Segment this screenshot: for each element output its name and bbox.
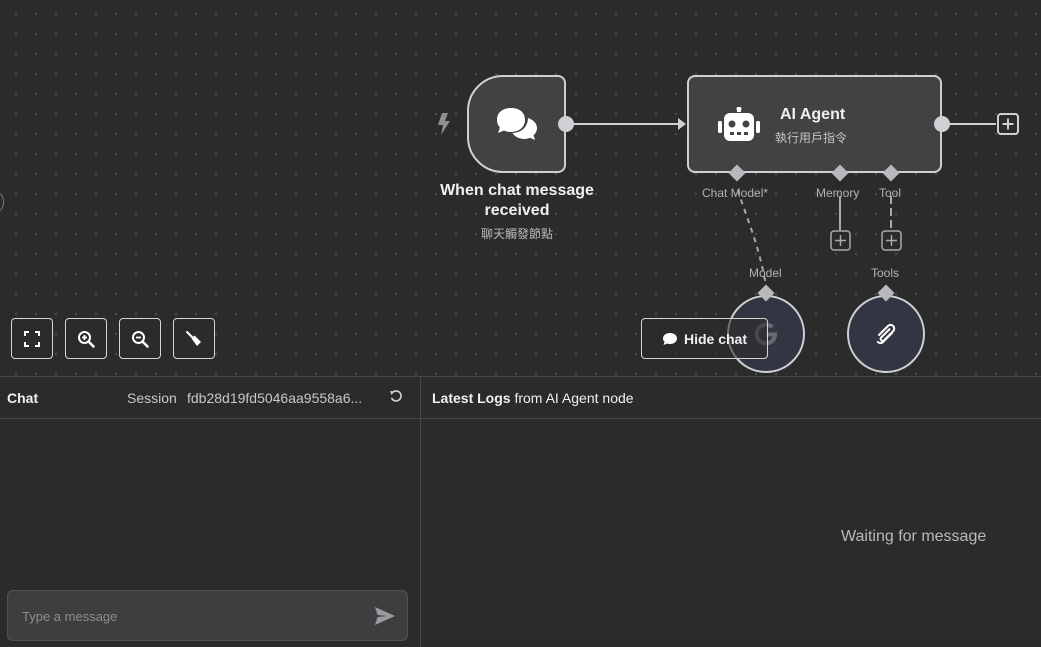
logs-title: Latest Logs from AI Agent node [432, 390, 634, 406]
connections-layer [566, 118, 996, 293]
panel-top-divider [0, 376, 1041, 377]
reset-session-icon[interactable] [389, 389, 403, 408]
panel-vertical-divider[interactable] [420, 377, 421, 647]
session-label: Session [127, 390, 177, 406]
zoom-in-icon [78, 330, 95, 348]
hide-chat-label: Hide chat [683, 330, 747, 347]
waiting-message: Waiting for message [841, 528, 987, 545]
broom-icon [186, 330, 201, 346]
tool-plug-icon [876, 323, 896, 345]
session-id[interactable]: fdb28d19fd5046aa9558a6... [187, 390, 363, 406]
logs-panel: Latest Logs from AI Agent node Waiting f… [421, 377, 1041, 647]
trigger-bolt-icon [436, 112, 452, 141]
trigger-output-port[interactable] [558, 116, 574, 132]
fit-view-button[interactable] [11, 318, 53, 359]
chat-title: Chat [7, 390, 39, 406]
clear-button[interactable] [173, 318, 215, 359]
workflow-canvas[interactable]: When chat message received 聊天觸發節點 AI Age… [0, 0, 1041, 376]
agent-output-port[interactable] [934, 116, 950, 132]
plus-icon [881, 230, 902, 251]
trigger-node-subtitle: 聊天觸發節點 [480, 227, 553, 241]
chat-model-port-label: Chat Model* [702, 186, 769, 200]
add-tool-button[interactable] [881, 230, 902, 256]
trigger-node-title: When chat message received [440, 182, 594, 219]
chat-panel: Chat Session fdb28d19fd5046aa9558a6... [0, 377, 420, 647]
message-input-container [7, 590, 408, 641]
add-memory-button[interactable] [830, 230, 851, 256]
tools-node[interactable] [847, 295, 925, 373]
main-connection-arrow [678, 118, 686, 130]
add-output-node-button[interactable] [997, 113, 1019, 140]
chat-model-connection [737, 189, 768, 293]
send-icon[interactable] [374, 606, 396, 631]
tools-subnode-label: Tools [871, 266, 900, 280]
robot-icon [717, 107, 761, 143]
fit-view-icon [24, 330, 40, 347]
hide-chat-button[interactable]: Hide chat [641, 318, 768, 359]
zoom-in-button[interactable] [65, 318, 107, 359]
logs-title-rest: from AI Agent node [510, 390, 634, 406]
message-input[interactable] [22, 606, 362, 626]
ai-agent-title: AI Agent [780, 106, 846, 123]
plus-icon [997, 113, 1019, 135]
tool-port-label: Tool [879, 186, 902, 200]
chat-bubble-icon [662, 332, 677, 345]
logs-title-bold: Latest Logs [432, 390, 511, 406]
logs-header: Latest Logs from AI Agent node [421, 377, 1041, 419]
model-subnode-label: Model [749, 266, 782, 280]
ai-agent-subtitle: 執行用戶指令 [775, 131, 848, 145]
chat-header: Chat Session fdb28d19fd5046aa9558a6... [0, 377, 420, 419]
zoom-out-button[interactable] [119, 318, 161, 359]
chat-bubbles-icon [494, 105, 540, 143]
plus-icon [830, 230, 851, 251]
memory-port-label: Memory [816, 186, 860, 200]
zoom-out-icon [132, 330, 149, 348]
